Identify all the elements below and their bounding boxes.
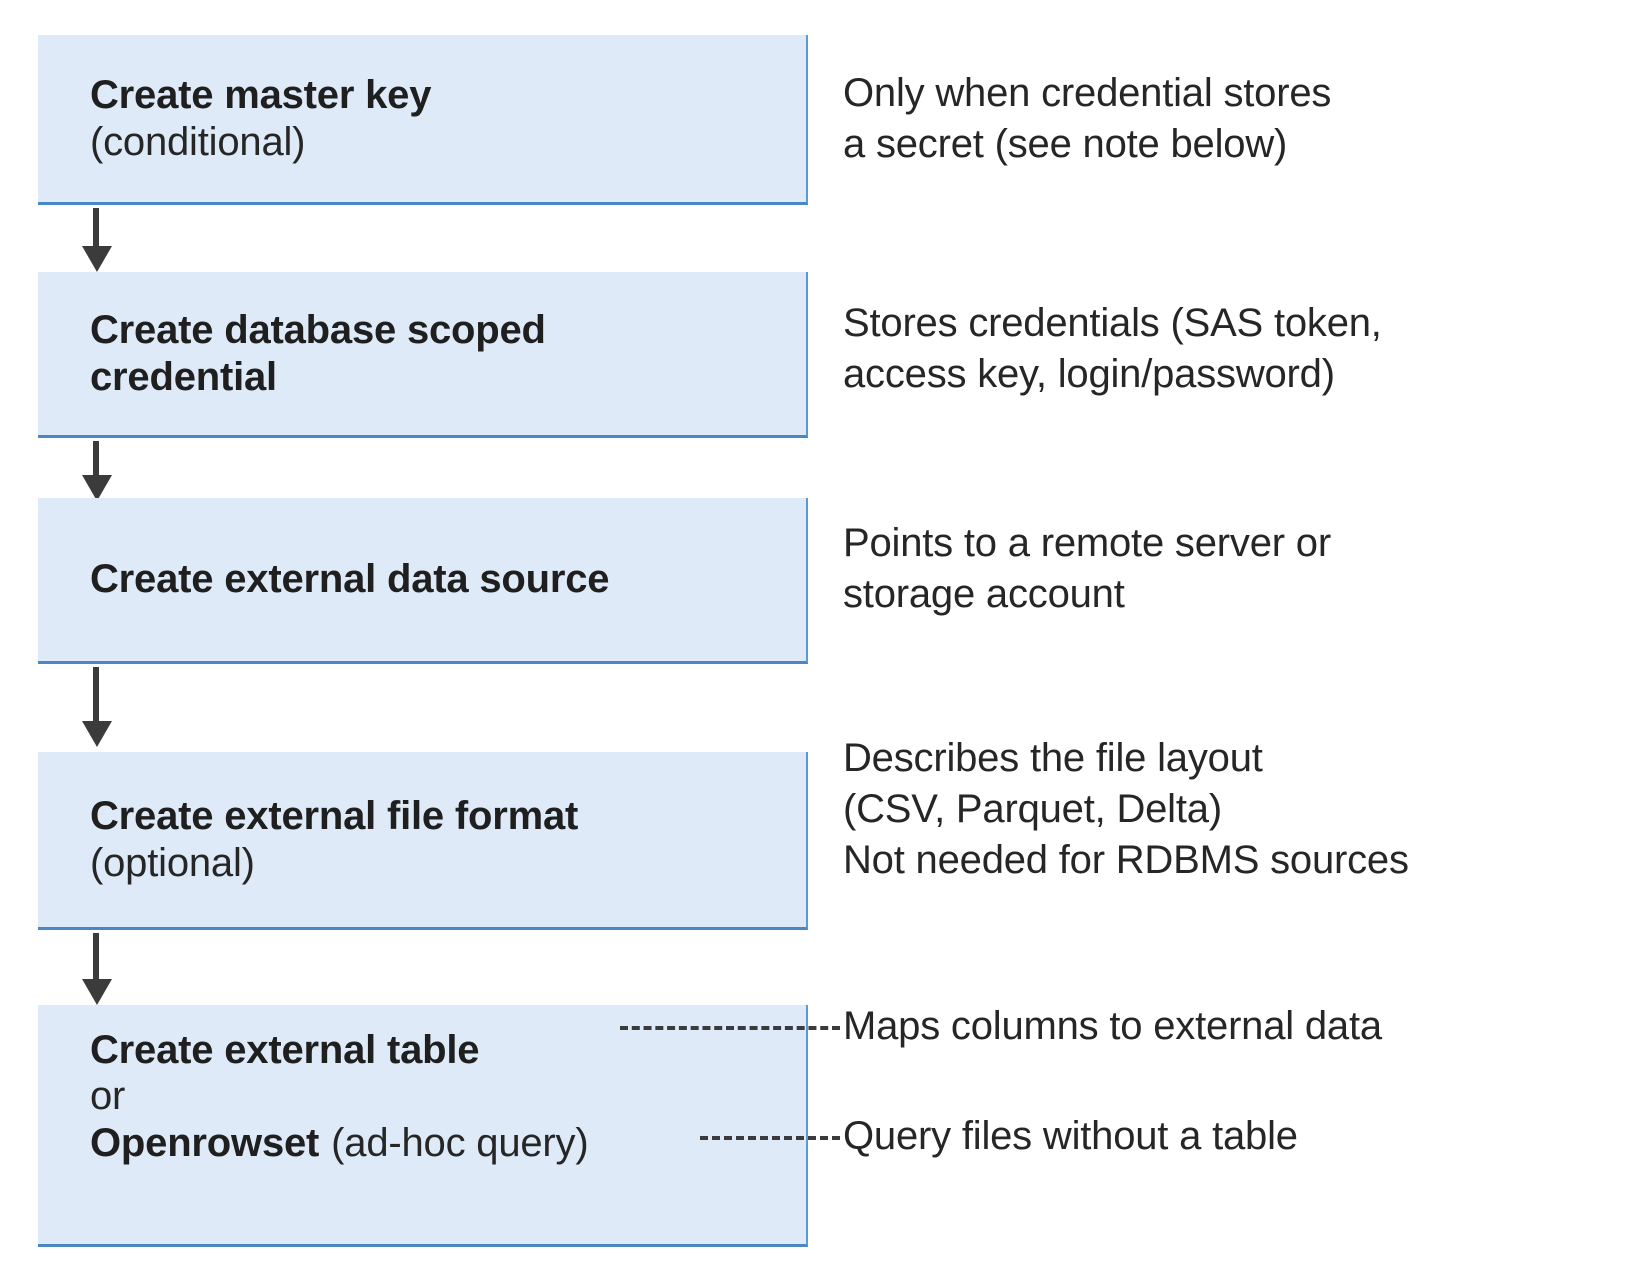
step-title-create-master-key: Create master key: [90, 73, 432, 118]
note-create-external-data-source: Points to a remote server or storage acc…: [843, 521, 1331, 617]
step-title-create-external-table: Create external table: [90, 1028, 480, 1072]
note-create-external-table: Maps columns to external data: [843, 1004, 1382, 1048]
note-create-external-file-format: Describes the file layout (CSV, Parquet,…: [843, 736, 1409, 883]
step-title-row-create-external-table: Create external table: [90, 1027, 792, 1073]
arrow-step1-to-step2: [82, 208, 112, 272]
step-box-content: Create database scoped credential: [38, 307, 806, 400]
note-create-master-key: Only when credential stores a secret (se…: [843, 71, 1332, 167]
step-title-create-database-scoped-credential: Create database scoped credential: [90, 308, 546, 399]
step-box-content: Create external table or Openrowset (ad-…: [38, 1005, 806, 1166]
step-suffix-ad-hoc-query: (ad-hoc query): [331, 1120, 589, 1165]
step-box-content: Create master key (conditional): [38, 72, 806, 165]
step-subtitle-conditional: (conditional): [90, 119, 306, 164]
step-title-create-external-data-source: Create external data source: [90, 557, 610, 602]
step-box-content: Create external file format (optional): [38, 793, 806, 886]
arrow-step4-to-step5: [82, 933, 112, 1007]
step-box-create-master-key[interactable]: Create master key (conditional): [38, 35, 808, 205]
step-title-row-openrowset: Openrowset (ad-hoc query): [90, 1120, 792, 1166]
step-title-create-external-file-format: Create external file format: [90, 794, 579, 839]
dashed-leader-external-table: [620, 1026, 840, 1030]
arrow-step3-to-step4: [82, 667, 112, 749]
note-create-database-scoped-credential: Stores credentials (SAS token, access ke…: [843, 301, 1382, 397]
step-box-create-external-file-format[interactable]: Create external file format (optional): [38, 752, 808, 930]
step-or-label: or: [90, 1074, 126, 1119]
step-subtitle-optional: (optional): [90, 840, 255, 885]
step-box-create-external-table-or-openrowset[interactable]: Create external table or Openrowset (ad-…: [38, 1005, 808, 1247]
note-openrowset: Query files without a table: [843, 1114, 1298, 1158]
dashed-leader-openrowset: [700, 1136, 840, 1140]
step-box-create-database-scoped-credential[interactable]: Create database scoped credential: [38, 272, 808, 438]
step-title-openrowset: Openrowset: [90, 1120, 320, 1165]
step-box-content: Create external data source: [38, 556, 806, 602]
step-box-create-external-data-source[interactable]: Create external data source: [38, 498, 808, 664]
arrow-step2-to-step3: [82, 441, 112, 501]
